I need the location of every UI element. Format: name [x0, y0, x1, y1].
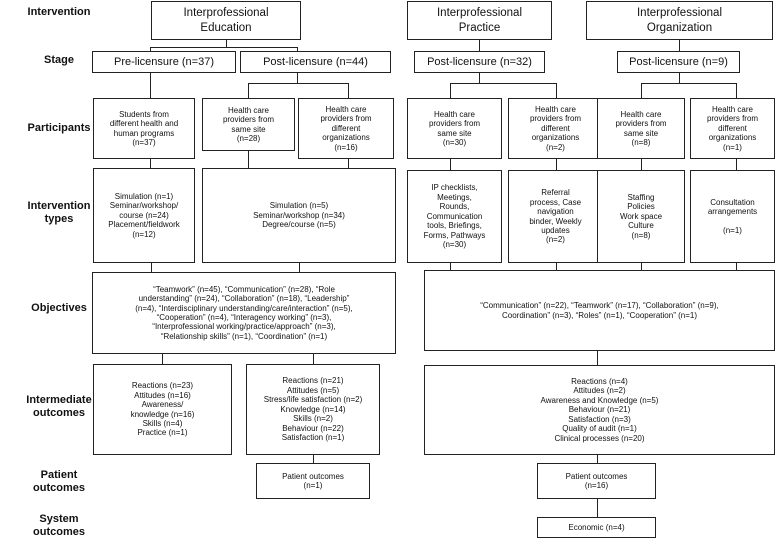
participants-ipp-same-site: Health care providers from same site (n=… [407, 98, 502, 159]
connector [679, 73, 680, 83]
connector [556, 159, 557, 170]
connector [641, 83, 642, 98]
intervention-types-ipp-same-site: IP checklists, Meetings, Rounds, Communi… [407, 170, 502, 263]
connector [226, 40, 227, 48]
connector [556, 83, 557, 98]
connector [450, 83, 451, 98]
connector [150, 47, 297, 48]
participants-ipe-different-orgs: Health care providers from different org… [298, 98, 394, 159]
connector [556, 263, 557, 270]
objectives-ipe: “Teamwork” (n=45), “Communication” (n=28… [92, 272, 396, 354]
row-label-patient-outcomes: Patient outcomes [33, 468, 85, 494]
connector [450, 159, 451, 170]
row-label-participants: Participants [27, 122, 91, 135]
row-label-stage: Stage [44, 54, 74, 67]
connector [248, 83, 348, 84]
intermediate-outcomes-ipp-ipo: Reactions (n=4) Attitudes (n=2) Awarenes… [424, 365, 775, 455]
connector [679, 40, 680, 53]
connector [150, 73, 151, 98]
stage-ipo-post-licensure: Post-licensure (n=9) [617, 51, 740, 73]
connector [641, 159, 642, 170]
intermediate-outcomes-ipe-post: Reactions (n=21) Attitudes (n=5) Stress/… [246, 364, 380, 455]
connector [736, 159, 737, 170]
connector [736, 263, 737, 270]
connector [248, 83, 249, 98]
connector [479, 40, 480, 53]
participants-ipo-same-site: Health care providers from same site (n=… [597, 98, 685, 159]
system-outcomes-economic: Economic (n=4) [537, 517, 656, 538]
connector [736, 83, 737, 98]
connector [641, 83, 736, 84]
connector [150, 159, 151, 168]
stage-ipp-post-licensure: Post-licensure (n=32) [414, 51, 545, 73]
connector [348, 83, 349, 98]
connector [150, 47, 151, 51]
participants-ipe-same-site: Health care providers from same site (n=… [202, 98, 295, 151]
connector [162, 354, 163, 364]
participants-ipp-different-orgs: Health care providers from different org… [508, 98, 603, 159]
connector [597, 499, 598, 517]
row-label-objectives: Objectives [31, 302, 87, 315]
connector [313, 354, 314, 364]
connector [313, 455, 314, 463]
intervention-types-ipo-same-site: Staffing Policies Work space Culture (n=… [597, 170, 685, 263]
objectives-ipp-ipo: “Communication” (n=22), “Teamwork” (n=17… [424, 270, 775, 351]
patient-outcomes-ipe: Patient outcomes (n=1) [256, 463, 370, 499]
connector [151, 263, 152, 272]
connector [479, 73, 480, 83]
stage-ipe-pre-licensure: Pre-licensure (n=37) [92, 51, 236, 73]
patient-outcomes-ipp-ipo: Patient outcomes (n=16) [537, 463, 656, 499]
row-label-intervention-types: Intervention types [27, 199, 91, 225]
participants-ipo-different-orgs: Health care providers from different org… [690, 98, 775, 159]
connector [248, 151, 249, 168]
row-label-intervention: Intervention [27, 6, 91, 19]
connector [597, 455, 598, 463]
intervention-ipp: Interprofessional Practice [407, 1, 552, 40]
connector [348, 159, 349, 168]
connector [450, 263, 451, 270]
connector [297, 73, 298, 83]
participants-ipe-students: Students from different health and human… [93, 98, 195, 159]
intermediate-outcomes-ipe-pre: Reactions (n=23) Attitudes (n=16) Awaren… [93, 364, 232, 455]
connector [450, 83, 556, 84]
row-label-system-outcomes: System outcomes [33, 512, 85, 538]
intervention-types-ipo-different-orgs: Consultation arrangements (n=1) [690, 170, 775, 263]
connector [641, 263, 642, 270]
intervention-types-ipe-post: Simulation (n=5) Seminar/workshop (n=34)… [202, 168, 396, 263]
row-label-intermediate-outcomes: Intermediate outcomes [26, 393, 92, 419]
connector [297, 47, 298, 51]
intervention-ipe: Interprofessional Education [151, 1, 301, 40]
connector [299, 263, 300, 272]
intervention-types-ipp-different-orgs: Referral process, Case navigation binder… [508, 170, 603, 263]
connector [597, 351, 598, 365]
intervention-ipo: Interprofessional Organization [586, 1, 773, 40]
stage-ipe-post-licensure: Post-licensure (n=44) [240, 51, 391, 73]
intervention-types-ipe-pre: Simulation (n=1) Seminar/workshop/ cours… [93, 168, 195, 263]
